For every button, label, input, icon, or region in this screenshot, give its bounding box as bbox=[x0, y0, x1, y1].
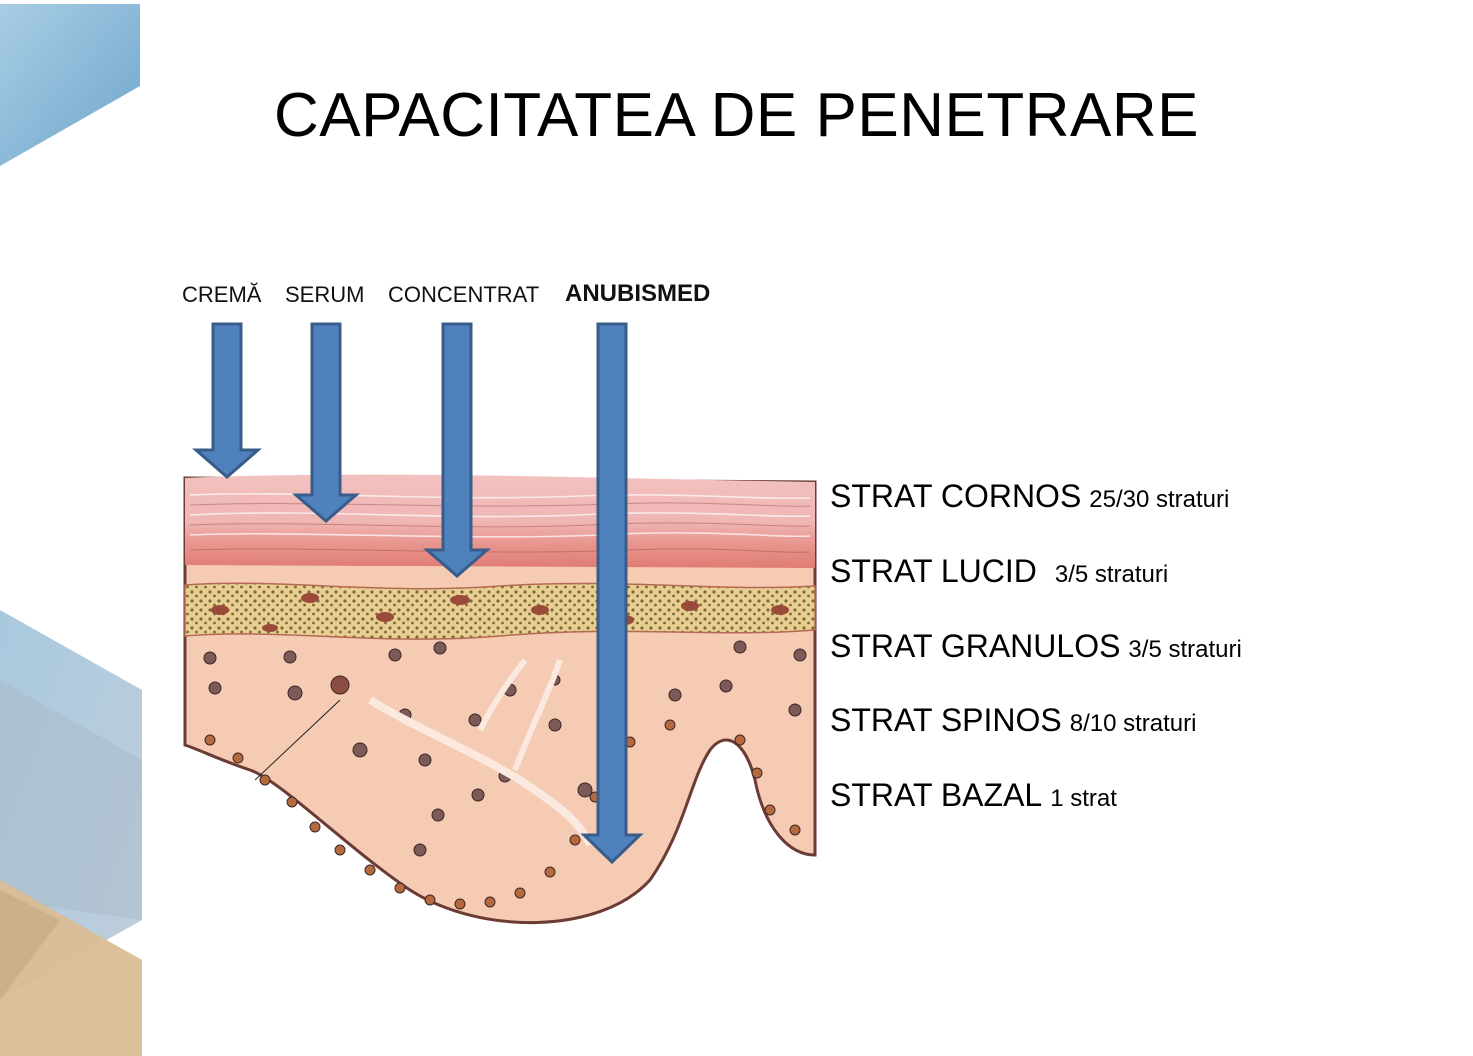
layer-count: 3/5 straturi bbox=[1054, 561, 1169, 588]
layer-name: STRAT LUCID bbox=[830, 553, 1037, 589]
product-label-serum: SERUM bbox=[285, 282, 365, 307]
layer-label-cornos: STRAT CORNOS 25/30 straturi bbox=[830, 478, 1229, 515]
layer-name: STRAT BAZAL bbox=[830, 777, 1043, 813]
layer-label-bazal: STRAT BAZAL 1 strat bbox=[830, 777, 1117, 814]
layer-count: 1 strat bbox=[1050, 785, 1117, 812]
product-label-concentrat: CONCENTRAT bbox=[388, 282, 540, 307]
layer-label-granulos: STRAT GRANULOS 3/5 straturi bbox=[830, 628, 1242, 665]
layer-name: STRAT CORNOS bbox=[830, 478, 1082, 514]
arrow-concentrat bbox=[422, 322, 492, 578]
layer-label-lucid: STRAT LUCID 3/5 straturi bbox=[830, 553, 1168, 590]
product-label-anubismed: ANUBISMED bbox=[565, 280, 711, 307]
layer-count: 3/5 straturi bbox=[1128, 636, 1242, 663]
layer-label-spinos: STRAT SPINOS 8/10 straturi bbox=[830, 702, 1196, 739]
slide-title: CAPACITATEA DE PENETRARE bbox=[274, 81, 1199, 150]
arrow-serum bbox=[291, 322, 361, 523]
layer-name: STRAT SPINOS bbox=[830, 702, 1062, 738]
arrow-anubismed bbox=[580, 322, 644, 865]
decorative-side-shapes bbox=[0, 4, 142, 1056]
layer-name: STRAT GRANULOS bbox=[830, 628, 1121, 664]
product-label-crema: CREMĂ bbox=[182, 282, 262, 307]
skin-cross-section bbox=[183, 322, 817, 925]
arrow-crema bbox=[191, 322, 263, 479]
layer-count: 25/30 straturi bbox=[1089, 486, 1230, 513]
layer-granulosum bbox=[184, 582, 816, 640]
layer-count: 8/10 straturi bbox=[1069, 710, 1197, 737]
layer-corneum bbox=[185, 474, 815, 568]
